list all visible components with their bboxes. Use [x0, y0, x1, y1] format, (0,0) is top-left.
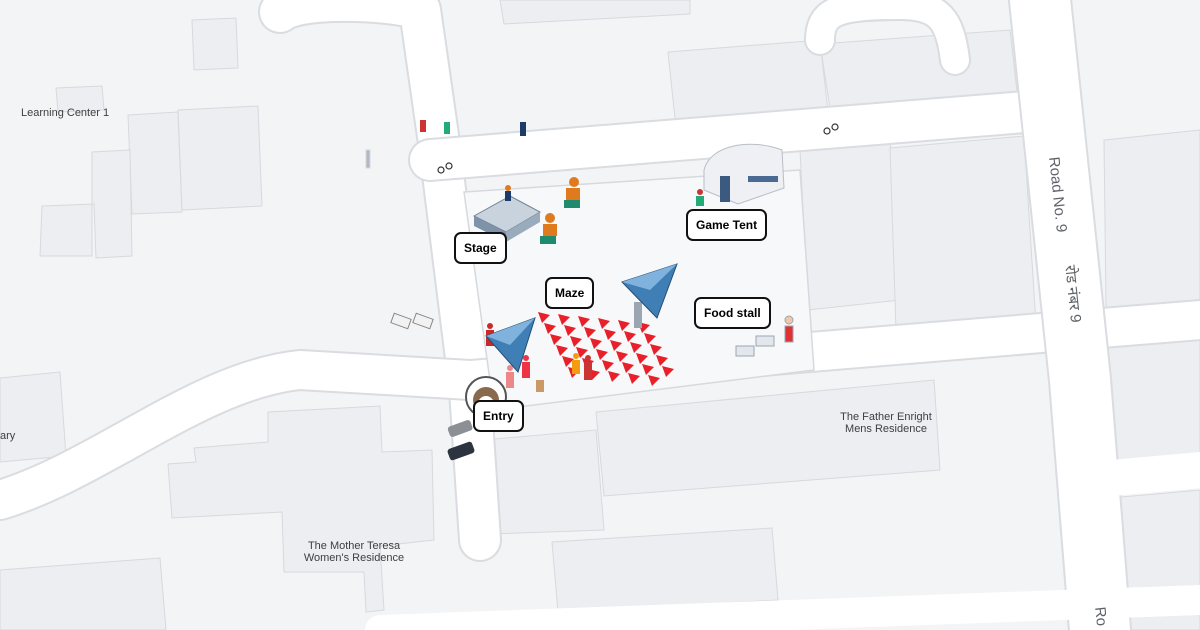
maze-arrow — [648, 375, 660, 386]
maze-arrow — [602, 360, 614, 371]
vehicle-icons — [390, 123, 839, 461]
poi-label-father-enright-residence[interactable]: The Father Enright Mens Residence — [840, 411, 932, 435]
event-label-food-stall[interactable]: Food stall — [694, 297, 771, 329]
maze-arrow — [636, 353, 648, 364]
maze-arrow — [596, 349, 608, 360]
event-label-stage[interactable]: Stage — [454, 232, 507, 264]
maze-arrow — [622, 362, 634, 373]
food-stall-icon — [735, 315, 794, 357]
location-pointer-icon[interactable] — [621, 263, 678, 319]
maze-arrow — [610, 340, 622, 351]
maze-arrow — [616, 351, 628, 362]
maze-arrow — [584, 327, 596, 338]
maze-arrow — [656, 355, 668, 366]
maze-arrow — [650, 344, 662, 355]
maze-arrow — [624, 331, 636, 342]
maze-arrow — [544, 323, 556, 334]
maze-arrow — [558, 314, 570, 325]
event-label-game-tent[interactable]: Game Tent — [686, 209, 768, 241]
maze-arrow — [550, 334, 562, 345]
road-label-partial: Ro — [1091, 606, 1111, 627]
game-tent-icon — [703, 143, 785, 205]
maze-arrow — [644, 333, 656, 344]
maze-arrow — [562, 356, 574, 367]
poi-label-learning-center[interactable]: Learning Center 1 — [21, 107, 110, 119]
location-pointer-icon[interactable] — [485, 317, 536, 373]
maze-arrow — [608, 371, 620, 382]
maze-arrow — [570, 336, 582, 347]
maze-arrow — [662, 366, 674, 377]
maze-arrow — [578, 316, 590, 327]
poi-label-mother-teresa-residence[interactable]: The Mother Teresa Women's Residence — [303, 540, 405, 564]
maze-arrow — [630, 342, 642, 353]
maze-arrow — [590, 338, 602, 349]
maze-arrow — [556, 345, 568, 356]
maze-arrow — [642, 364, 654, 375]
maze-arrow — [604, 329, 616, 340]
maze-arrow — [628, 373, 640, 384]
people-icons — [420, 120, 704, 392]
event-label-entry[interactable]: Entry — [473, 400, 524, 432]
maze-arrow — [538, 312, 550, 323]
event-label-maze[interactable]: Maze — [545, 277, 595, 309]
maze-arrow — [618, 320, 630, 331]
maze-arrow — [598, 318, 610, 329]
poi-label-library[interactable]: ary — [0, 430, 16, 442]
maze-arrow — [564, 325, 576, 336]
maze-tower-icon — [634, 302, 642, 328]
maze-arrow — [576, 347, 588, 358]
